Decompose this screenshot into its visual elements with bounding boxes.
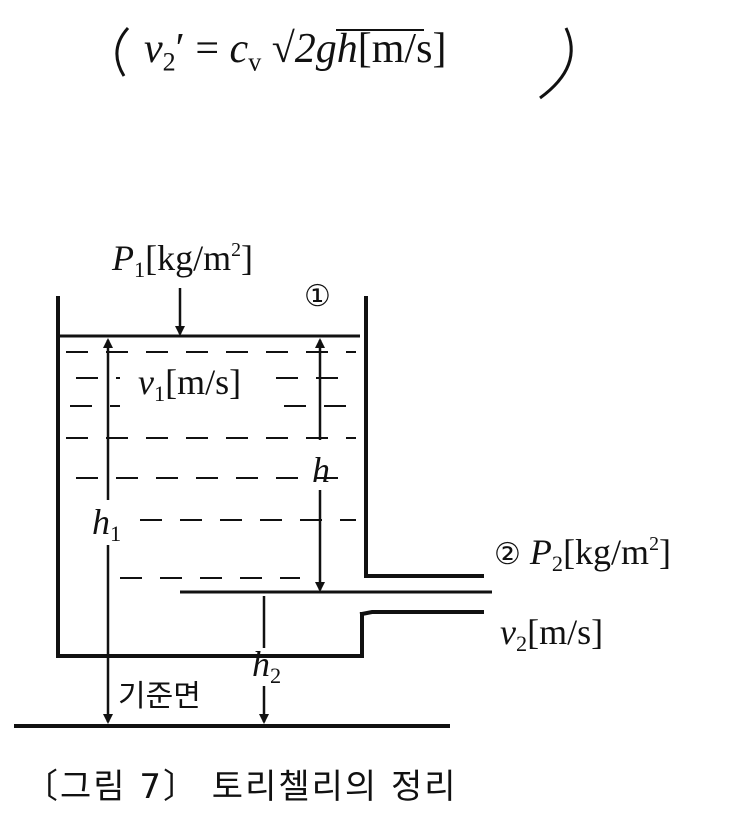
h2-sub: 2 [270, 663, 281, 688]
formula-radicand: 2gh [295, 26, 358, 72]
h2-label: h2 [252, 646, 281, 687]
h1-label: h1 [92, 504, 121, 545]
formula-open-paren [117, 28, 128, 76]
p1-sub: 1 [134, 257, 145, 282]
p2-unit: [kg/m [563, 532, 649, 572]
p2-sup: 2 [649, 533, 659, 555]
formula-equals: = [195, 26, 219, 72]
formula-sqrt: √ [272, 26, 295, 72]
v1-label: v1[m/s] [138, 364, 241, 405]
formula-lhs-var: v [144, 26, 163, 72]
formula-close-paren [540, 28, 571, 98]
p2-sub: 2 [552, 551, 563, 576]
p1-sup: 2 [231, 239, 241, 261]
p1-label: P1[kg/m2] [112, 240, 253, 281]
p1-unit: [kg/m [145, 238, 231, 278]
h1-sub: 1 [110, 521, 121, 546]
tank-right-wall [366, 298, 482, 576]
point-1-marker: ① [304, 282, 331, 312]
v1-unit: [m/s] [165, 362, 241, 402]
h2-var: h [252, 644, 270, 684]
formula-lhs-sub: 2 [163, 47, 176, 76]
v2-label: v2[m/s] [500, 614, 603, 655]
p2-label: ② P2[kg/m2] [494, 534, 671, 575]
h1-var: h [92, 502, 110, 542]
v1-sub: 1 [154, 381, 165, 406]
point-2-marker: ② [494, 537, 521, 572]
v2-var: v [500, 612, 516, 652]
formula-unit: [m/s] [358, 26, 447, 72]
p1-close: ] [241, 238, 253, 278]
v2-sub: 2 [516, 631, 527, 656]
v2-unit: [m/s] [527, 612, 603, 652]
outlet-pipe-lower [362, 612, 482, 614]
p1-var: P [112, 238, 134, 278]
datum-label: 기준면 [118, 682, 201, 712]
formula: v2′ = cv √2gh[m/s] [144, 28, 446, 75]
formula-lhs-prime: ′ [176, 26, 185, 72]
h-label: h [312, 452, 330, 488]
p2-var: P [530, 532, 552, 572]
v1-var: v [138, 362, 154, 402]
p2-close: ] [659, 532, 671, 572]
figure-caption: 〔그림 7〕 토리첼리의 정리 [24, 770, 458, 804]
formula-coef-sub: v [248, 47, 261, 76]
formula-coef-var: c [230, 26, 249, 72]
